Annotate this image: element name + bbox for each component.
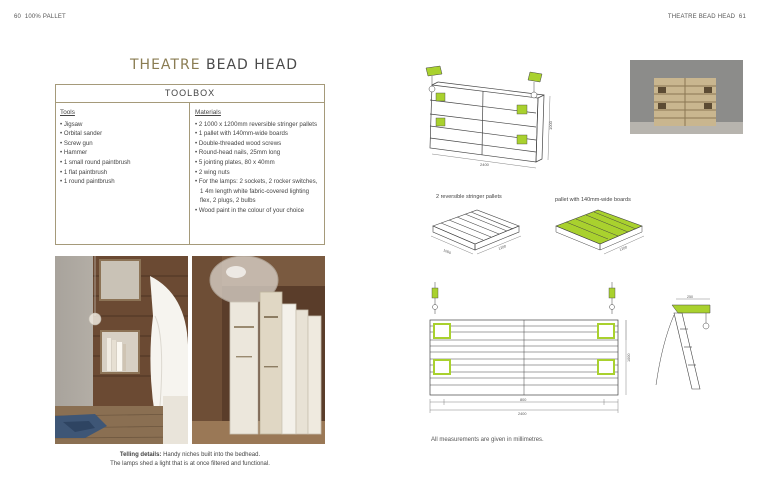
pallet-boards-diagram: 1200: [550, 204, 650, 264]
left-page-number: 60: [14, 14, 22, 20]
pallet-stringer-diagram: 1000 1200: [425, 202, 525, 262]
list-item: Round-head nails, 25mm long: [195, 148, 321, 158]
right-running-header: THEATRE BEAD HEAD 61: [668, 14, 746, 20]
dim-pallet-length: 1200: [498, 244, 507, 251]
caption-line-1: Handy niches built into the bedhead.: [161, 452, 261, 458]
list-item: Jigsaw: [60, 120, 185, 130]
label-wide-boards-pallet: pallet with 140mm-wide boards: [555, 197, 631, 203]
list-item: 1 flat paintbrush: [60, 168, 185, 178]
toolbox-panel: TOOLBOX Tools Jigsaw Orbital sander Scre…: [55, 84, 325, 245]
caption-lead: Telling details:: [119, 452, 162, 458]
dim-lamp-arm: 250: [687, 295, 693, 299]
tools-list: Jigsaw Orbital sander Screw gun Hammer 1…: [60, 120, 185, 187]
photo-books-lamp: [192, 256, 325, 444]
measurement-note: All measurements are given in millimetre…: [431, 437, 544, 443]
title-rest: BEAD HEAD: [200, 57, 298, 73]
dim-width: 2400: [480, 162, 490, 167]
list-item: Hammer: [60, 148, 185, 158]
list-item: Orbital sander: [60, 129, 185, 139]
list-item: Double-threaded wood screws: [195, 139, 321, 149]
materials-column: Materials 2 1000 x 1200mm reversible str…: [191, 102, 325, 244]
list-item: 2 wing nuts: [195, 168, 321, 178]
dim-boards-length: 1200: [619, 245, 628, 252]
dim-pallet-depth: 1000: [443, 248, 452, 255]
right-page-number: 61: [738, 14, 746, 20]
photo-caption: Telling details: Handy niches built into…: [55, 451, 325, 469]
list-item: 2 1000 x 1200mm reversible stringer pall…: [195, 120, 321, 130]
left-running-header: 60 100% PALLET: [14, 14, 66, 20]
photo-finished-headboard: [630, 60, 743, 134]
title-accent: THEATRE: [130, 57, 201, 73]
dim-total-height: 1000: [627, 354, 631, 362]
dim-total-width: 2400: [518, 412, 526, 416]
list-item: Screw gun: [60, 139, 185, 149]
materials-list: 2 1000 x 1200mm reversible stringer pall…: [195, 120, 321, 216]
list-item: 5 jointing plates, 80 x 40mm: [195, 158, 321, 168]
tools-heading: Tools: [60, 109, 75, 116]
lamp-side-detail-diagram: 250: [648, 293, 728, 393]
toolbox-heading: TOOLBOX: [56, 85, 324, 103]
label-reversible-pallets: 2 reversible stringer pallets: [436, 194, 502, 200]
list-item: 1 small round paintbrush: [60, 158, 185, 168]
list-item: Wood paint in the colour of your choice: [195, 206, 321, 216]
left-section-name: 100% PALLET: [24, 14, 66, 20]
dim-height: 1000: [548, 120, 553, 130]
caption-line-2: The lamps shed a light that is at once f…: [110, 461, 270, 467]
photo-bedhead-niches: [55, 256, 188, 444]
dim-inner-width: 800: [520, 398, 526, 402]
front-elevation-diagram: 800 2400 1000: [420, 280, 635, 416]
list-item: 1 pallet with 140mm-wide boards: [195, 129, 321, 139]
list-item: For the lamps: 2 sockets, 2 rocker switc…: [195, 177, 321, 206]
bedhead-isometric-diagram: 2400 1000: [418, 60, 568, 170]
page-title: THEATRE BEAD HEAD: [130, 57, 298, 73]
materials-heading: Materials: [195, 109, 221, 116]
right-section-name: THEATRE BEAD HEAD: [667, 14, 736, 20]
tools-column: Tools Jigsaw Orbital sander Screw gun Ha…: [56, 102, 190, 244]
list-item: 1 round paintbrush: [60, 177, 185, 187]
